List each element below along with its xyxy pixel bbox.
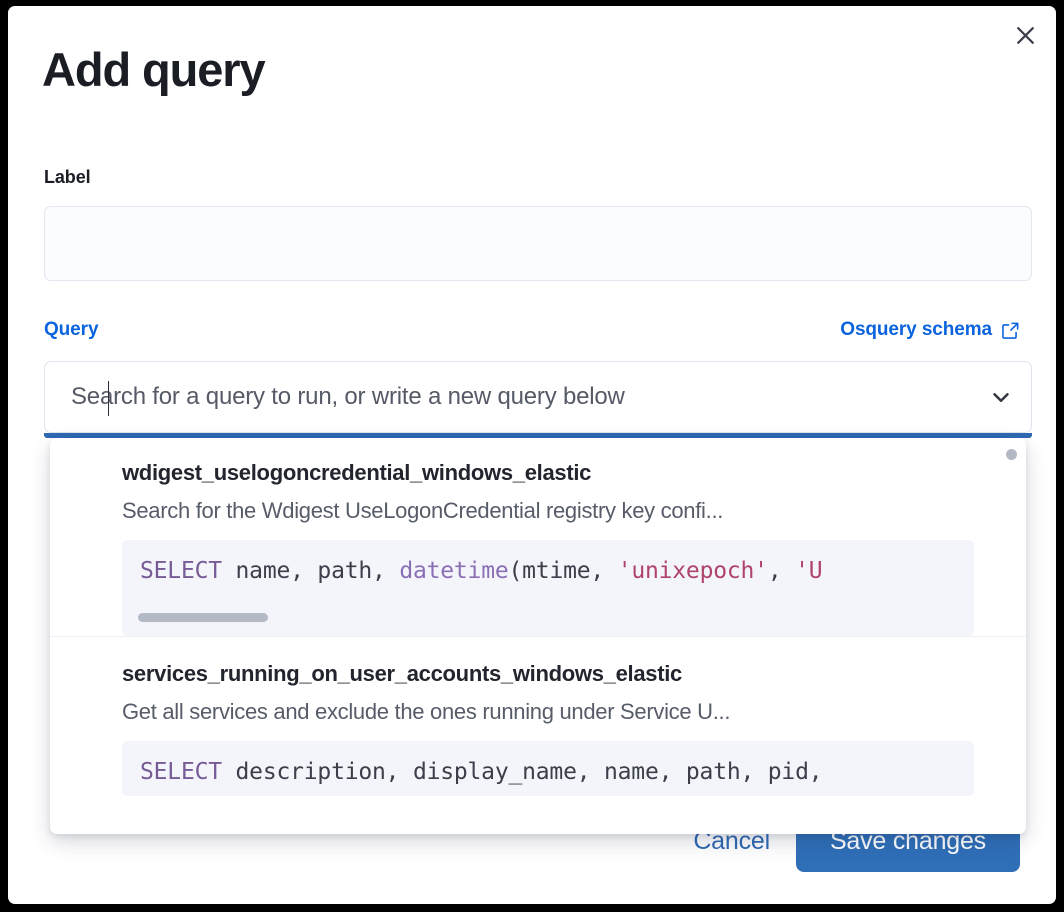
suggestion-title: wdigest_uselogoncredential_windows_elast… [122, 460, 592, 485]
osquery-schema-link-label: Osquery schema [840, 319, 992, 340]
suggestion-description: Search for the Wdigest UseLogonCredentia… [122, 498, 724, 523]
label-field-label: Label [44, 167, 91, 187]
suggestion-title: services_running_on_user_accounts_window… [122, 661, 682, 686]
add-query-modal: Add query Label Query Osquery schema [8, 6, 1056, 904]
query-search-input[interactable] [45, 383, 971, 411]
label-input[interactable] [44, 206, 1032, 281]
suggestion-sql: SELECT name, path, datetime(mtime, 'unix… [140, 558, 823, 584]
osquery-schema-link[interactable]: Osquery schema [840, 319, 1020, 341]
suggestion-code-block: SELECT description, display_name, name, … [122, 741, 974, 796]
chevron-down-icon[interactable] [971, 384, 1031, 410]
code-horizontal-scrollbar[interactable] [138, 613, 268, 622]
close-icon[interactable] [1008, 18, 1042, 52]
suggestion-description: Get all services and exclude the ones ru… [122, 699, 731, 724]
suggestion-sql: SELECT description, display_name, name, … [140, 759, 823, 785]
list-item[interactable]: wdigest_uselogoncredential_windows_elast… [50, 438, 1026, 636]
dropdown-scrollbar-thumb[interactable] [1006, 449, 1017, 460]
query-search-focus-underline [44, 433, 1032, 438]
query-suggestions-dropdown: wdigest_uselogoncredential_windows_elast… [50, 438, 1026, 834]
external-link-icon [1001, 320, 1020, 340]
text-caret [108, 381, 109, 416]
list-item[interactable]: services_running_on_user_accounts_window… [50, 636, 1026, 796]
query-field-label: Query [44, 319, 99, 340]
query-search-combobox[interactable] [44, 361, 1032, 433]
suggestion-code-block: SELECT name, path, datetime(mtime, 'unix… [122, 540, 974, 636]
page-title: Add query [42, 43, 266, 96]
